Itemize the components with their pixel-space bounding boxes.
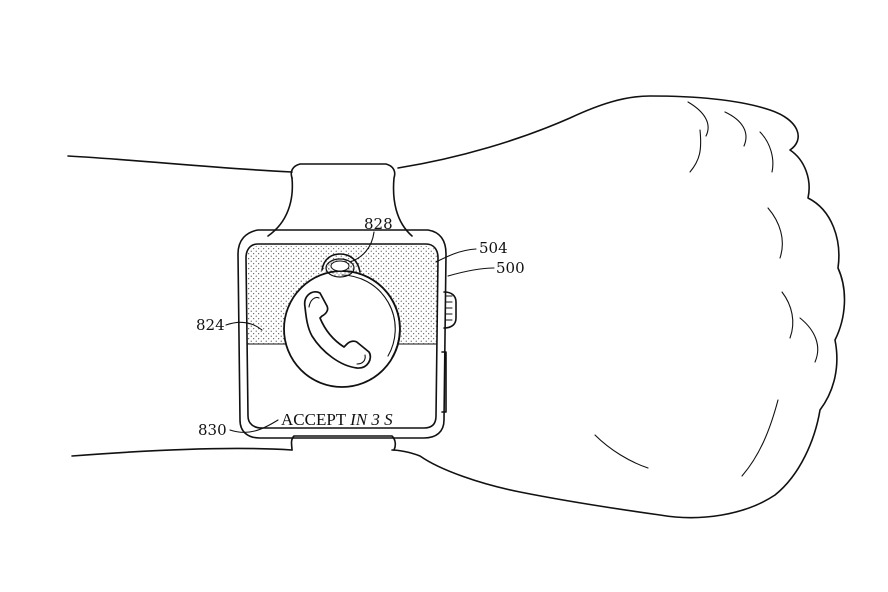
call-circle	[283, 270, 401, 388]
indicator-dot-icon	[321, 253, 361, 278]
accept-label: ACCEPT IN 3 S	[280, 410, 394, 429]
reference-numerals: 828 504 500 824 830	[196, 215, 525, 439]
label-824: 824	[196, 316, 225, 334]
label-830: 830	[198, 421, 227, 439]
arm-outline	[67, 95, 846, 519]
accept-prefix: ACCEPT	[281, 410, 350, 429]
watch-case	[237, 229, 457, 439]
label-504: 504	[479, 239, 508, 257]
phone-handset-icon	[303, 291, 372, 369]
watch-band	[267, 163, 413, 451]
label-828: 828	[364, 215, 393, 233]
svg-text:ACCEPT IN 3 S: ACCEPT IN 3 S	[281, 410, 393, 429]
accept-countdown: IN 3 S	[349, 410, 393, 429]
label-500: 500	[496, 259, 525, 277]
